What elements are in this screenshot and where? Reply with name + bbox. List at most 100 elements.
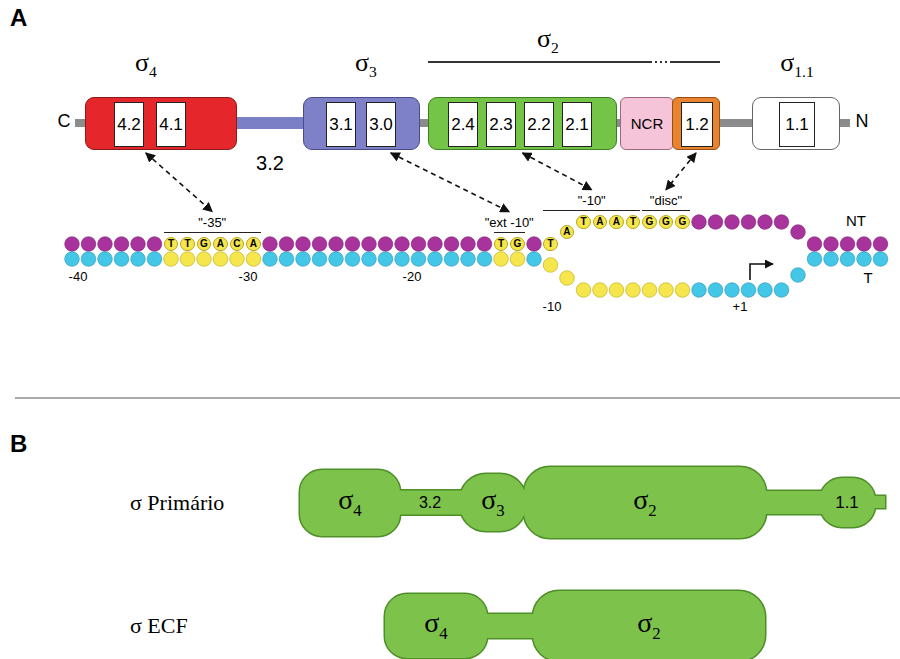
shape-border bbox=[460, 474, 526, 531]
nt-strand-base bbox=[461, 237, 476, 252]
t-strand-base bbox=[560, 271, 575, 286]
domain-name: 1.1 bbox=[835, 493, 859, 512]
base-letter: T bbox=[165, 238, 178, 251]
t-strand-base bbox=[147, 252, 162, 267]
shape-border bbox=[385, 594, 487, 658]
nt-strand-base bbox=[98, 237, 113, 252]
diagram-label: NT bbox=[846, 212, 866, 229]
domain-bracket bbox=[428, 61, 650, 63]
transcription-start-arrow bbox=[750, 264, 773, 280]
shape-border bbox=[764, 491, 822, 514]
linker-segment bbox=[840, 119, 850, 127]
base-circle: A bbox=[560, 225, 575, 240]
shape-fill bbox=[300, 470, 400, 536]
nt-strand-base bbox=[263, 237, 278, 252]
base-circle: A bbox=[246, 237, 261, 252]
t-strand-base bbox=[758, 283, 773, 298]
position-number: -20 bbox=[403, 270, 422, 285]
shape-fill bbox=[764, 491, 822, 514]
t-strand-base bbox=[263, 252, 278, 267]
shape-fill bbox=[385, 594, 487, 658]
greek-letter: σ bbox=[780, 48, 794, 77]
t-strand-base bbox=[114, 252, 129, 267]
diagram-label: C bbox=[58, 111, 71, 132]
sigma4-domain: σ44.24.1 bbox=[85, 97, 237, 150]
t-strand-base bbox=[444, 252, 459, 267]
nt-strand-base bbox=[477, 237, 492, 252]
greek-letter: σ bbox=[481, 484, 496, 515]
base-letter: T bbox=[577, 216, 590, 229]
base-circle: G bbox=[197, 237, 212, 252]
t-strand-base bbox=[857, 252, 872, 267]
base-letter: G bbox=[643, 216, 656, 229]
greek-letter: σ bbox=[537, 24, 551, 53]
domain-heading: σ3 bbox=[355, 48, 377, 87]
promoter-element: "-10"TATAAT bbox=[540, 188, 643, 253]
promoter-element: "-35"TTGACA bbox=[161, 210, 264, 253]
t-strand-base bbox=[362, 252, 377, 267]
ncr-region: NCR bbox=[620, 97, 674, 150]
subscript: 4 bbox=[439, 624, 447, 643]
base-letter: G bbox=[660, 216, 673, 229]
region-number: 4.1 bbox=[156, 102, 186, 147]
shape-fill bbox=[398, 491, 462, 515]
t-strand-base bbox=[378, 252, 393, 267]
base-circle: T bbox=[494, 237, 509, 252]
region-box: 1.2 bbox=[672, 97, 720, 150]
shape-border bbox=[524, 467, 766, 538]
t-strand-base bbox=[131, 252, 146, 267]
t-strand-base bbox=[180, 252, 195, 267]
t-strand-base bbox=[873, 252, 888, 267]
t-strand-base bbox=[477, 252, 492, 267]
t-strand-base bbox=[576, 283, 591, 298]
nt-strand-base bbox=[345, 237, 360, 252]
base-circle: G bbox=[510, 237, 525, 252]
t-strand-base bbox=[527, 252, 542, 267]
base-circle: A bbox=[213, 237, 228, 252]
t-strand-base bbox=[461, 252, 476, 267]
shape-border bbox=[873, 496, 885, 508]
t-strand-base bbox=[791, 268, 806, 283]
binding-arrow bbox=[666, 153, 696, 190]
nt-strand-base bbox=[65, 237, 80, 252]
t-strand-base bbox=[279, 252, 294, 267]
subscript: 2 bbox=[652, 624, 660, 643]
shape-fill bbox=[873, 496, 885, 508]
base-letter: T bbox=[181, 238, 194, 251]
shape-fill bbox=[820, 478, 875, 527]
nt-strand-base bbox=[329, 237, 344, 252]
diagram-label: σ2 bbox=[537, 24, 559, 57]
domain-name: σ4 bbox=[338, 485, 361, 520]
subscript: 2 bbox=[648, 501, 656, 520]
promoter-element: "disc"GGG bbox=[639, 188, 693, 231]
nt-strand-base bbox=[758, 215, 773, 230]
sigma-factor-shape: σ ECFσ4σ2 bbox=[385, 590, 765, 659]
subscript: 3 bbox=[369, 63, 377, 80]
t-strand-base bbox=[494, 252, 509, 267]
base-letter: A bbox=[247, 238, 260, 251]
shape-border bbox=[300, 470, 400, 536]
nt-strand-base bbox=[147, 237, 162, 252]
domain-name: σ2 bbox=[633, 485, 656, 520]
region-number: 2.4 bbox=[448, 102, 478, 147]
nt-strand-base bbox=[725, 215, 740, 230]
base-circle: C bbox=[230, 237, 245, 252]
promoter-element: "ext -10"TG bbox=[482, 210, 537, 253]
t-strand-base bbox=[692, 283, 707, 298]
linker-segment bbox=[75, 119, 85, 127]
position-number: -10 bbox=[543, 300, 562, 315]
element-overline bbox=[164, 232, 261, 233]
shape-fill bbox=[533, 591, 765, 659]
base-letter: G bbox=[198, 238, 211, 251]
region-number: 4.2 bbox=[114, 102, 144, 147]
t-strand-base bbox=[411, 252, 426, 267]
t-strand-base bbox=[213, 252, 228, 267]
domain-bracket bbox=[672, 61, 720, 63]
promoter-element-label: "-10" bbox=[540, 193, 643, 208]
binding-arrow bbox=[391, 153, 509, 212]
subscript: 4 bbox=[149, 63, 157, 80]
base-letter: G bbox=[511, 238, 524, 251]
linker-segment bbox=[720, 119, 752, 127]
domain-name: σ2 bbox=[637, 608, 660, 643]
region-number: 3.0 bbox=[366, 102, 396, 147]
